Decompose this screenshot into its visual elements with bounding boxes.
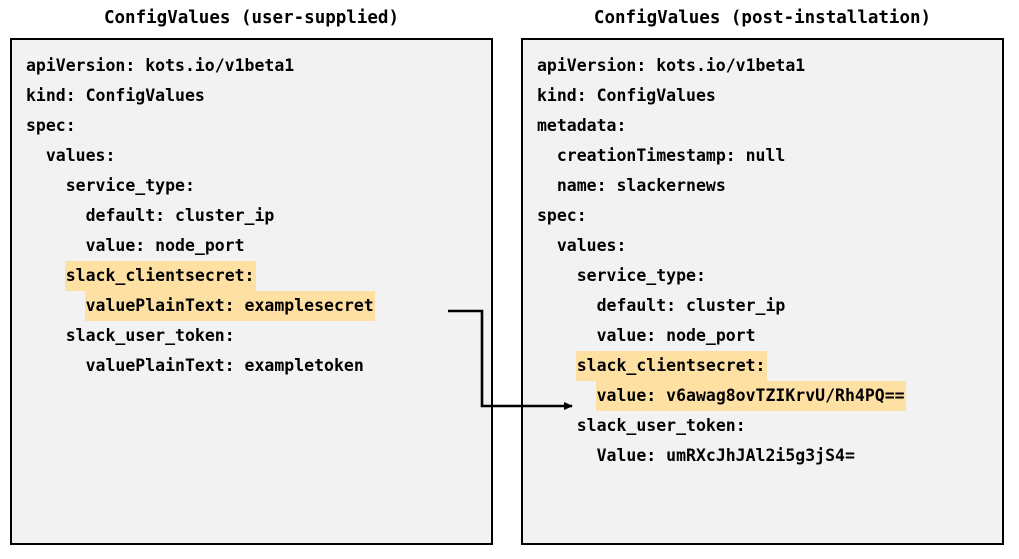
- code-segment: values:: [556, 236, 627, 255]
- code-segment: Value: umRXcJhJAl2i5g3jS4=: [596, 446, 855, 465]
- user-supplied-line: value: node_port: [25, 231, 491, 261]
- indent-spacer: [536, 261, 576, 291]
- indent-spacer: [25, 261, 65, 291]
- code-segment: creationTimestamp: null: [556, 146, 786, 165]
- indent-spacer: [536, 141, 556, 171]
- code-segment: spec:: [537, 206, 587, 225]
- post-installation-line: values:: [536, 231, 1002, 261]
- indent-spacer: [25, 231, 85, 261]
- code-segment: service_type:: [576, 266, 706, 285]
- code-segment: apiVersion: kots.io/v1beta1: [537, 56, 806, 75]
- yaml-code-block-post-installation: apiVersion: kots.io/v1beta1 kind: ConfigV…: [523, 40, 1002, 471]
- post-installation-line: metadata:: [536, 111, 1002, 141]
- user-supplied-line: service_type:: [25, 171, 491, 201]
- post-installation-line: kind: ConfigValues: [536, 81, 1002, 111]
- indent-spacer: [25, 141, 45, 171]
- indent-spacer: [536, 231, 556, 261]
- code-segment: values:: [45, 146, 116, 165]
- code-segment: default: cluster_ip: [596, 296, 786, 315]
- indent-spacer: [536, 441, 596, 471]
- panel-title-post-installation: ConfigValues (post-installation): [593, 8, 932, 28]
- yaml-code-block-user-supplied: apiVersion: kots.io/v1beta1 kind: ConfigV…: [12, 40, 491, 381]
- indent-spacer: [536, 381, 596, 411]
- user-supplied-line: spec:: [25, 111, 491, 141]
- indent-spacer: [25, 291, 85, 321]
- post-installation-line: service_type:: [536, 261, 1002, 291]
- user-supplied-line: values:: [25, 141, 491, 171]
- post-installation-line: slack_clientsecret:: [536, 351, 1002, 381]
- post-installation-line: creationTimestamp: null: [536, 141, 1002, 171]
- code-segment: spec:: [26, 116, 76, 135]
- post-installation-line: name: slackernews: [536, 171, 1002, 201]
- indent-spacer: [25, 321, 65, 351]
- code-segment: metadata:: [537, 116, 627, 135]
- post-installation-line: default: cluster_ip: [536, 291, 1002, 321]
- code-segment: slack_user_token:: [65, 326, 235, 345]
- user-supplied-line: valuePlainText: examplesecret: [25, 291, 491, 321]
- config-panel-post-installation: apiVersion: kots.io/v1beta1 kind: ConfigV…: [521, 38, 1004, 545]
- post-installation-line: slack_user_token:: [536, 411, 1002, 441]
- config-panel-user-supplied: apiVersion: kots.io/v1beta1 kind: ConfigV…: [10, 38, 493, 545]
- code-segment: slack_user_token:: [576, 416, 746, 435]
- post-installation-line: Value: umRXcJhJAl2i5g3jS4=: [536, 441, 1002, 471]
- user-supplied-line: default: cluster_ip: [25, 201, 491, 231]
- indent-spacer: [25, 171, 65, 201]
- indent-spacer: [25, 201, 85, 231]
- indent-spacer: [536, 291, 596, 321]
- code-segment: valuePlainText: exampletoken: [85, 356, 364, 375]
- user-supplied-line: slack_clientsecret:: [25, 261, 491, 291]
- code-segment: value: node_port: [596, 326, 756, 345]
- highlighted-code-segment: value: v6awag8ovTZIKrvU/Rh4PQ==: [595, 381, 906, 411]
- user-supplied-line: apiVersion: kots.io/v1beta1: [25, 51, 491, 81]
- indent-spacer: [536, 351, 576, 381]
- code-segment: apiVersion: kots.io/v1beta1: [26, 56, 295, 75]
- indent-spacer: [536, 321, 596, 351]
- indent-spacer: [25, 351, 85, 381]
- highlighted-code-segment: valuePlainText: examplesecret: [84, 291, 375, 321]
- code-segment: kind: ConfigValues: [537, 86, 716, 105]
- user-supplied-line: kind: ConfigValues: [25, 81, 491, 111]
- indent-spacer: [536, 411, 576, 441]
- user-supplied-line: slack_user_token:: [25, 321, 491, 351]
- post-installation-line: value: node_port: [536, 321, 1002, 351]
- post-installation-line: apiVersion: kots.io/v1beta1: [536, 51, 1002, 81]
- post-installation-line: spec:: [536, 201, 1002, 231]
- highlighted-code-segment: slack_clientsecret:: [64, 261, 256, 291]
- code-segment: service_type:: [65, 176, 195, 195]
- panel-title-user-supplied: ConfigValues (user-supplied): [103, 8, 399, 28]
- highlighted-code-segment: slack_clientsecret:: [575, 351, 767, 381]
- indent-spacer: [536, 171, 556, 201]
- code-segment: value: node_port: [85, 236, 245, 255]
- code-segment: default: cluster_ip: [85, 206, 275, 225]
- code-segment: kind: ConfigValues: [26, 86, 205, 105]
- user-supplied-line: valuePlainText: exampletoken: [25, 351, 491, 381]
- post-installation-line: value: v6awag8ovTZIKrvU/Rh4PQ==: [536, 381, 1002, 411]
- code-segment: name: slackernews: [556, 176, 726, 195]
